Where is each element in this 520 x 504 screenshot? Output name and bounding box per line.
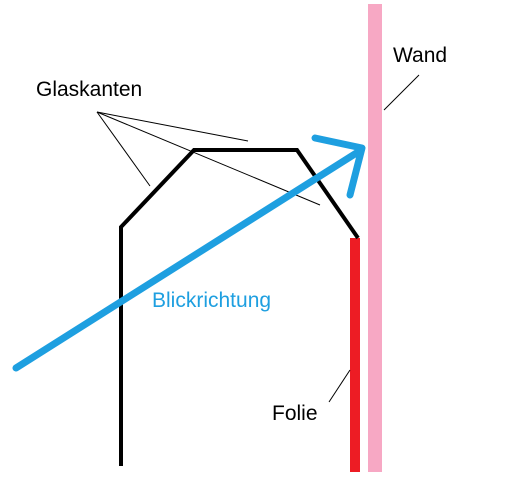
view-direction-arrow-shaft	[12, 148, 362, 372]
wall-pointer-line	[383, 74, 420, 111]
glass-edge-pointer-line	[96, 111, 249, 142]
glass-edge-pointer-line	[96, 111, 321, 206]
wall	[368, 4, 382, 472]
wall-label: Wand	[393, 44, 447, 67]
film	[350, 238, 360, 472]
view-direction-arrow-head	[311, 134, 366, 199]
glass-edge-pointer-line	[96, 111, 151, 187]
glass-edges-label: Glaskanten	[36, 78, 142, 101]
film-pointer-line	[328, 369, 351, 403]
view-direction-label: Blickrichtung	[152, 289, 271, 312]
film-label: Folie	[272, 402, 318, 425]
